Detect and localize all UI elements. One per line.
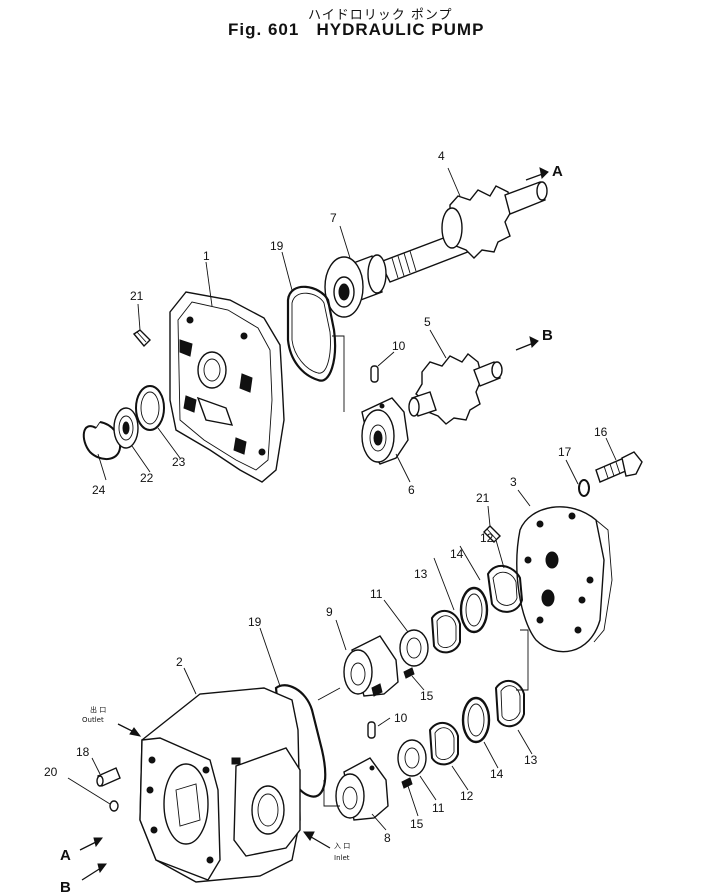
part-20-plug [109, 800, 119, 812]
callout-16: 18 [76, 745, 90, 759]
callout-20: 20 [44, 765, 58, 779]
callout-2: 2 [176, 655, 183, 669]
part-8-bushing [335, 757, 389, 821]
callout-21-upper: 21 [130, 289, 144, 303]
part-10-pin-upper [370, 365, 379, 383]
part-16-pin [96, 767, 121, 787]
part-15-lower [401, 777, 413, 789]
part-10-pin-lower [367, 721, 376, 739]
part-1-front-cover [169, 291, 285, 483]
callout-14-upper: 14 [450, 547, 464, 561]
callout-13-lower: 13 [524, 753, 538, 767]
part-3-rear-cover [516, 506, 613, 653]
part-14-upper [459, 586, 489, 634]
part-12-lower [428, 721, 459, 766]
callout-23: 23 [172, 455, 186, 469]
part-23-oil-seal [135, 385, 165, 431]
inlet-label-jp: 入 口 [334, 842, 350, 850]
part-22-bearing [113, 407, 139, 449]
callout-10-lower: 10 [394, 711, 408, 725]
part-13-upper [430, 609, 461, 654]
callout-13-upper: 13 [414, 567, 428, 581]
callout-15-upper: 15 [420, 689, 434, 703]
part-15-upper [403, 667, 415, 679]
part-5-driven-gear [408, 353, 503, 425]
callout-21-lower: 21 [476, 491, 490, 505]
part-4-drive-shaft [379, 181, 548, 283]
figure-title: Fig. 601 HYDRAULIC PUMP [228, 20, 484, 40]
callout-14-lower: 14 [490, 767, 504, 781]
title-japanese: ハイドロリック ポンプ [308, 8, 453, 23]
part-17-bolt [595, 451, 643, 483]
callout-24: 24 [92, 483, 106, 497]
part-7-bushing [324, 254, 387, 318]
callout-11-upper: 11 [370, 587, 383, 601]
inlet-label: Inlet [334, 854, 350, 862]
callout-19-lower: 19 [248, 615, 262, 629]
figure-number: Fig. 601 [228, 20, 300, 39]
leader-lines [67, 167, 617, 831]
callout-7: 7 [330, 211, 337, 225]
flow-labels: A B 出 口 Outlet 入 口 Inlet A B [60, 163, 563, 895]
part-21-plug-lower [483, 525, 501, 543]
part-12-upper [486, 564, 524, 613]
callout-10-upper: 10 [392, 339, 406, 353]
part-21-plug-upper [132, 329, 151, 348]
part-2-pump-body [139, 687, 301, 883]
callout-12-upper: 12 [480, 531, 494, 545]
callout-9: 9 [326, 605, 333, 619]
callout-12-lower: 12 [460, 789, 474, 803]
arrow-label-b-bottom: B [60, 879, 71, 895]
arrow-label-a-top: A [552, 163, 563, 180]
part-13-lower [494, 679, 525, 728]
arrow-label-a-bottom: A [60, 847, 71, 864]
flow-arrows [79, 167, 549, 881]
figure-name: HYDRAULIC PUMP [316, 20, 485, 39]
callout-17: 16 [594, 425, 608, 439]
callout-15-lower: 15 [410, 817, 424, 831]
callout-4: 4 [438, 149, 445, 163]
part-19-oring-upper [286, 285, 337, 382]
callout-1: 1 [203, 249, 210, 263]
callout-5: 5 [424, 315, 431, 329]
callout-22: 22 [140, 471, 154, 485]
part-9-bushing [343, 635, 399, 697]
part-11-upper [399, 629, 429, 667]
callout-labels: 4 7 19 1 21 5 10 6 16 17 3 21 12 14 13 1… [44, 149, 608, 845]
callout-11-lower: 11 [432, 801, 445, 815]
part-11-lower [397, 739, 427, 777]
part-6-bushing [361, 397, 409, 465]
outlet-label: Outlet [82, 716, 104, 724]
part-18-washer [578, 479, 590, 497]
callout-8: 8 [384, 831, 391, 845]
part-14-lower [461, 696, 491, 744]
callout-6: 6 [408, 483, 415, 497]
callout-19-upper: 19 [270, 239, 284, 253]
outlet-label-jp: 出 口 [90, 705, 106, 714]
arrow-label-b-top: B [542, 327, 553, 344]
callout-18: 17 [558, 445, 572, 459]
callout-3: 3 [510, 475, 517, 489]
